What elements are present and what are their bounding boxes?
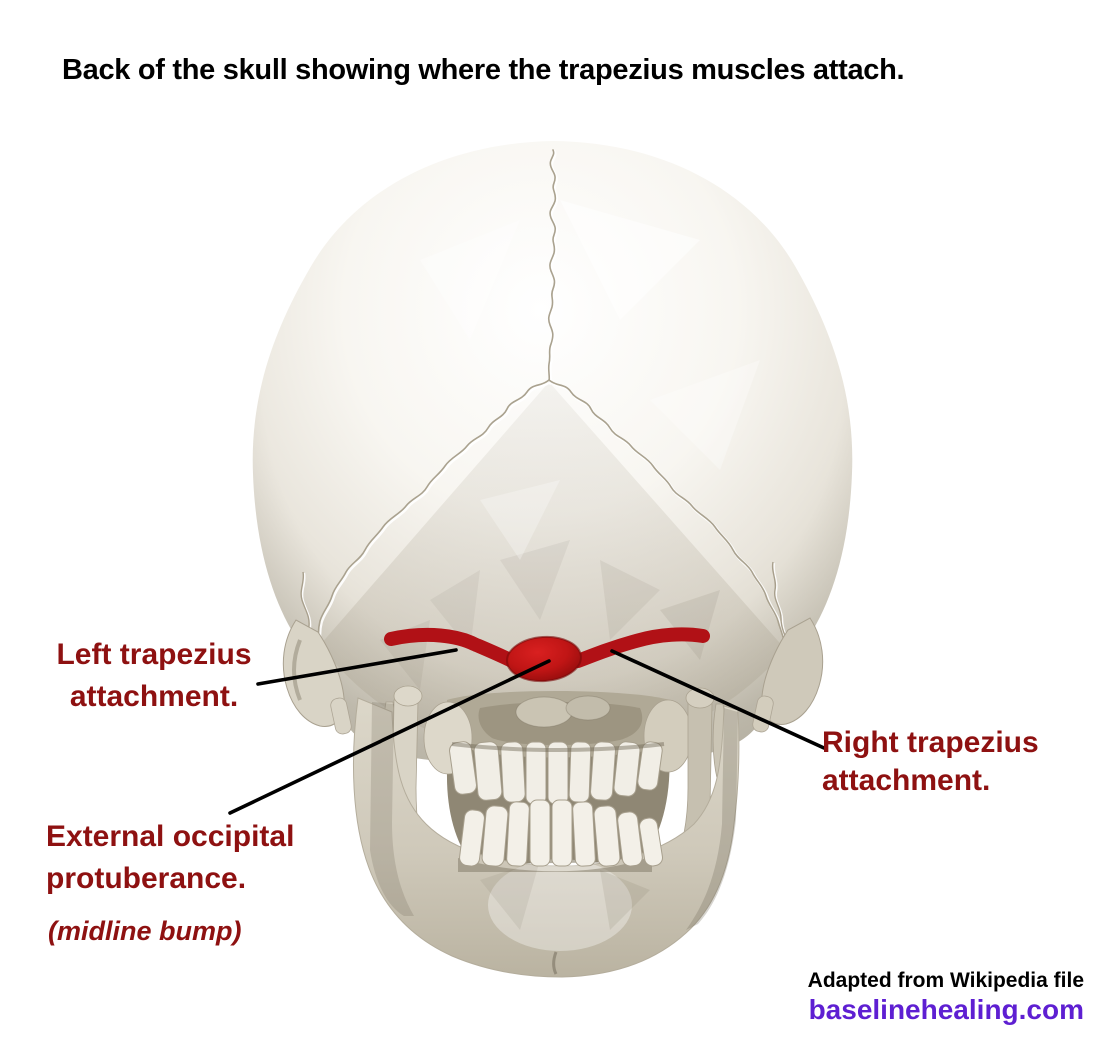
left-trapezius-attachment-band bbox=[384, 628, 519, 668]
vertebra-bump bbox=[565, 695, 611, 721]
attribution: Adapted from Wikipedia file baselineheal… bbox=[808, 968, 1084, 1025]
lower-teeth-shadow bbox=[458, 856, 652, 872]
tooth bbox=[449, 741, 477, 795]
tooth bbox=[459, 809, 485, 867]
label-right-trapezius-line1: Right trapezius bbox=[822, 726, 1039, 759]
label-left-trapezius-line1: Left trapezius bbox=[56, 638, 252, 671]
squamosal-crack-right bbox=[771, 561, 792, 646]
leader-line-occipital-protuberance bbox=[228, 659, 551, 815]
leader-line-right-trapezius bbox=[610, 649, 826, 750]
leader-lines bbox=[228, 648, 826, 815]
condyle-left bbox=[393, 685, 423, 707]
chin-cleft bbox=[552, 951, 558, 975]
sagittal-suture bbox=[547, 149, 559, 385]
tooth bbox=[551, 799, 573, 867]
lower-teeth bbox=[459, 799, 663, 867]
tooth bbox=[593, 805, 621, 867]
jaw-facet bbox=[480, 860, 540, 930]
jaw-facet bbox=[600, 870, 650, 930]
chin-highlight bbox=[488, 859, 632, 951]
lambdoid-suture-left bbox=[317, 379, 552, 648]
trapezius-attachment-highlight bbox=[384, 627, 710, 683]
mastoid-process-right bbox=[761, 617, 824, 725]
label-right-trapezius: Right trapezius attachment. bbox=[822, 724, 1072, 800]
tooth bbox=[572, 801, 596, 867]
jaw-shade-right bbox=[686, 708, 738, 930]
label-midline-bump-note: (midline bump) bbox=[48, 916, 242, 946]
tooth bbox=[617, 811, 643, 867]
vertebra-bump bbox=[515, 696, 573, 728]
cranium bbox=[252, 141, 853, 766]
upper-teeth-shadow bbox=[451, 742, 665, 752]
tooth bbox=[637, 741, 663, 791]
label-left-trapezius: Left trapezius attachment. bbox=[42, 634, 266, 718]
tooth bbox=[639, 817, 663, 867]
upper-teeth bbox=[449, 741, 663, 805]
label-right-trapezius-line2: attachment. bbox=[822, 764, 991, 797]
tooth bbox=[481, 805, 509, 867]
attribution-source: Adapted from Wikipedia file bbox=[807, 969, 1084, 992]
lambdoid-suture-right bbox=[548, 379, 789, 653]
jaw-shade-left bbox=[370, 702, 414, 916]
leader-line-left-trapezius bbox=[256, 648, 458, 686]
right-trapezius-attachment-band bbox=[571, 627, 710, 668]
mastoid-shadow-left bbox=[292, 639, 302, 701]
tooth bbox=[590, 741, 616, 801]
external-occipital-protuberance-marker bbox=[506, 635, 582, 683]
label-occipital-protuberance: External occipital protuberance. bbox=[46, 816, 316, 900]
tooth bbox=[529, 799, 551, 867]
tooth bbox=[473, 741, 503, 801]
tooth bbox=[506, 801, 530, 867]
label-occipital-line2: protuberance. bbox=[46, 862, 247, 895]
label-occipital-line1: External occipital bbox=[46, 820, 295, 853]
mandible bbox=[352, 685, 740, 978]
figure-title: Back of the skull showing where the trap… bbox=[62, 54, 905, 86]
label-left-trapezius-line2: attachment. bbox=[69, 680, 239, 713]
zygomatic-stub-left bbox=[330, 697, 352, 735]
tooth bbox=[613, 741, 641, 797]
attribution-website-link[interactable]: baselinehealing.com bbox=[808, 994, 1084, 1025]
